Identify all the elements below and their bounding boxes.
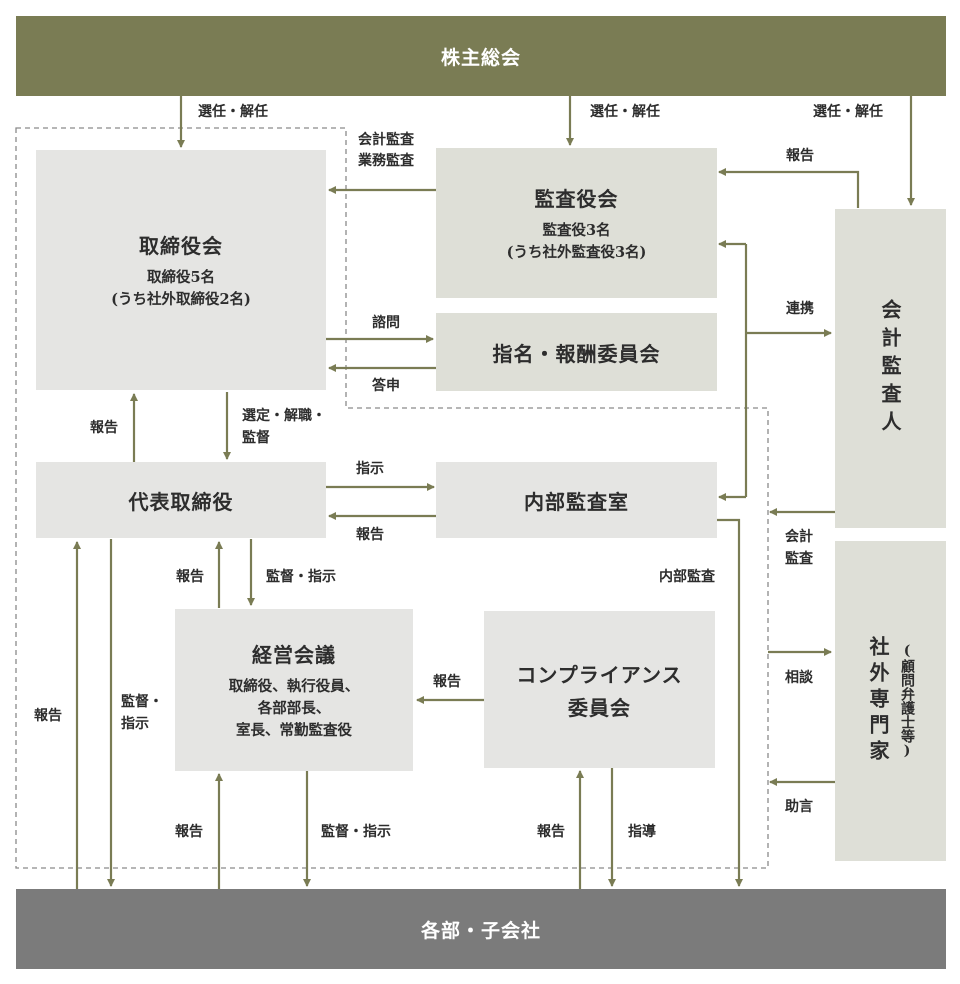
label-coop: 連携 (786, 301, 814, 317)
shareholders-meeting: 株主総会 (16, 16, 946, 96)
nomination-committee: 指名・報酬委員会 (436, 313, 717, 391)
label-report-auditor: 報告 (786, 148, 814, 164)
label-soudan: 相談 (785, 670, 813, 686)
label-report-ia: 報告 (356, 527, 384, 543)
management-meeting: 経営会議 取締役、執行役員、 各部部長、 室長、常勤監査役 (175, 609, 413, 771)
label-reply: 答申 (372, 378, 400, 394)
audit-board-members: 監査役3名 (うち社外監査役3名) (507, 220, 647, 264)
label-sup-left-2: 指示 (121, 716, 149, 732)
label-sup-left-1: 監督・ (121, 694, 163, 710)
nomination-title: 指名・報酬委員会 (492, 341, 661, 366)
label-select: 選定・解職・ (242, 408, 326, 424)
accounting-auditor: 会計監査人 (835, 209, 946, 528)
label-acc-audit-2a: 会計 (785, 529, 813, 545)
board-of-directors: 取締役会 取締役5名 (うち社外取締役2名) (36, 150, 326, 390)
management-title: 経営会議 (252, 642, 336, 667)
arrow-internal-audit (717, 518, 743, 887)
label-sup-inst-bottom: 監督・指示 (321, 824, 391, 840)
external-experts-sub: (顧問弁護士等) (899, 643, 915, 759)
label-guidance: 指導 (628, 824, 656, 840)
label-elect-board: 選任・解任 (198, 104, 268, 120)
external-experts: 社外専門家 (顧問弁護士等) (835, 541, 946, 861)
board-sub1: 取締役5名 (146, 268, 216, 286)
board-title: 取締役会 (139, 233, 223, 258)
label-sup-inst: 監督・指示 (266, 569, 336, 585)
management-sub2: 各部部長、 (257, 699, 331, 717)
management-sub3: 室長、常勤監査役 (236, 721, 352, 739)
label-report-bottom-2: 報告 (537, 824, 565, 840)
compliance-committee: コンプライアンス 委員会 (484, 611, 715, 768)
representative-title: 代表取締役 (128, 489, 234, 514)
internal-audit-office: 内部監査室 (436, 462, 717, 538)
board-sub2: (うち社外取締役2名) (111, 290, 251, 308)
internal-audit-title: 内部監査室 (524, 489, 629, 514)
management-members: 取締役、執行役員、 各部部長、 室長、常勤監査役 (229, 676, 360, 742)
arrow-auditor-report (718, 168, 860, 208)
label-supervise: 監督 (242, 430, 270, 446)
audit-board-sub1: 監査役3名 (542, 221, 611, 239)
label-acc-audit: 会計監査 (358, 132, 414, 148)
external-experts-title: 社外専門家 (866, 636, 890, 766)
audit-board-sub2: (うち社外監査役3名) (506, 243, 647, 261)
label-report-mgmt: 報告 (176, 569, 204, 585)
label-instruct-ia: 指示 (356, 461, 384, 477)
label-report-left: 報告 (34, 708, 62, 724)
label-report-rep: 報告 (90, 420, 118, 436)
label-elect-auditor: 選任・解任 (813, 104, 883, 120)
label-elect-audit: 選任・解任 (590, 104, 660, 120)
audit-board-title: 監査役会 (534, 186, 619, 211)
label-advice: 助言 (785, 799, 813, 815)
label-report-bottom-1: 報告 (175, 824, 203, 840)
audit-board: 監査役会 監査役3名 (うち社外監査役3名) (436, 148, 717, 298)
label-biz-audit: 業務監査 (358, 153, 414, 169)
compliance-title-1: コンプライアンス (516, 662, 683, 687)
label-internal-audit: 内部監査 (659, 569, 715, 585)
board-members: 取締役5名 (うち社外取締役2名) (111, 267, 251, 311)
label-acc-audit-2b: 監査 (785, 551, 813, 567)
governance-boundary (15, 127, 769, 869)
compliance-title-2: 委員会 (568, 695, 631, 720)
accounting-auditor-title: 会計監査人 (878, 298, 902, 439)
management-sub1: 取締役、執行役員、 (228, 677, 360, 695)
representative-director: 代表取締役 (36, 462, 326, 538)
label-report-comp: 報告 (433, 674, 461, 690)
departments-subsidiaries: 各部・子会社 (16, 889, 946, 969)
label-consult: 諮問 (372, 315, 400, 331)
